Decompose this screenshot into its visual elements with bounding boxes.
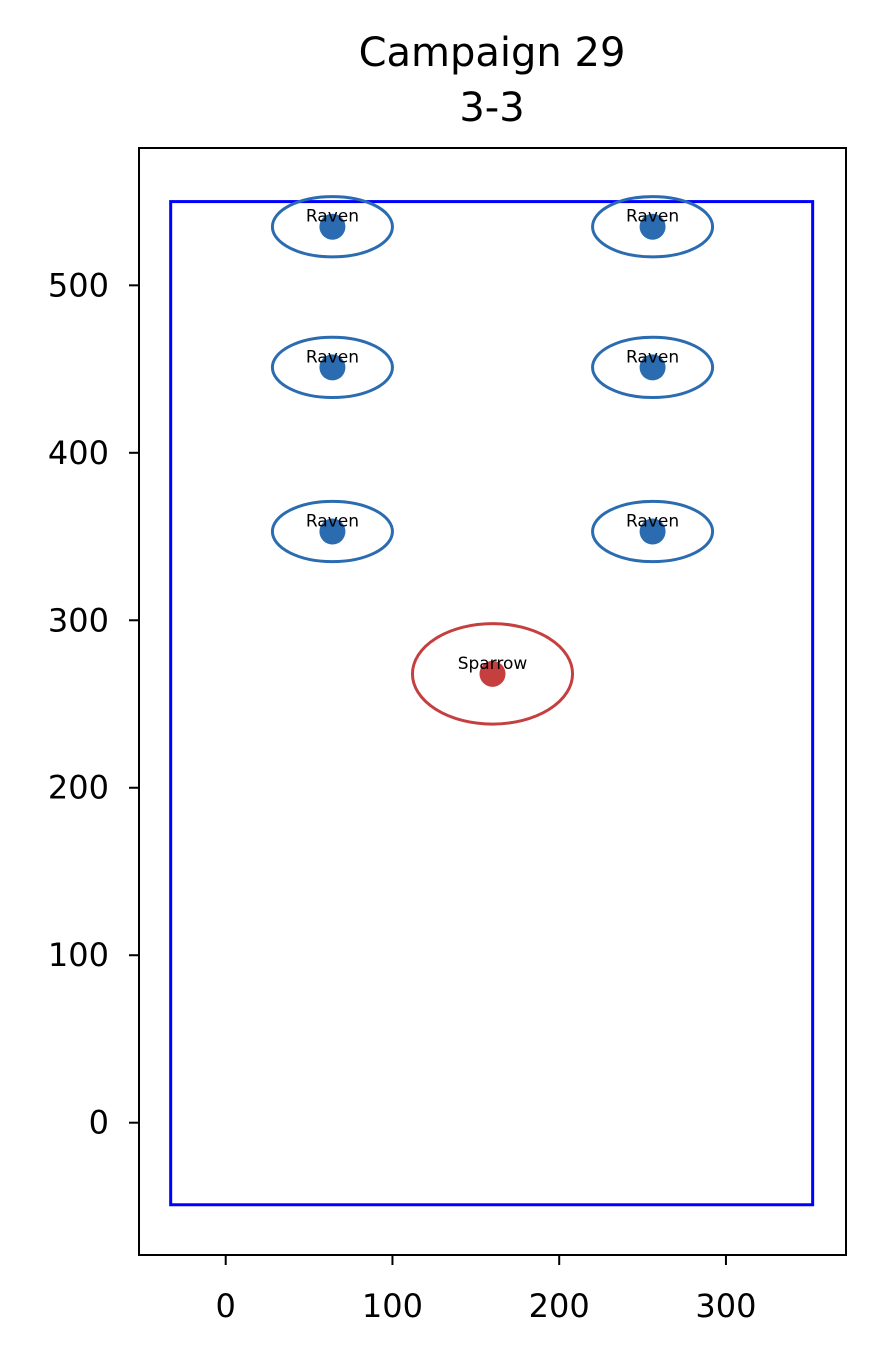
- chart-title: Campaign 29 3-3: [359, 30, 626, 131]
- raven-range-ellipse: [270, 195, 394, 259]
- raven-label: Raven: [626, 512, 679, 532]
- chart-title-line-1: Campaign 29: [359, 30, 626, 76]
- raven-label: Raven: [626, 207, 679, 227]
- x-axis: 0 100 200 300: [216, 1255, 756, 1325]
- raven-point: [639, 354, 666, 381]
- raven-range-ellipse: [591, 499, 715, 564]
- y-tick-label: 500: [48, 266, 109, 304]
- raven-point: [319, 213, 346, 240]
- raven-label: Raven: [306, 512, 359, 532]
- sparrow-point: [479, 660, 506, 687]
- raven-range-ellipse: [270, 335, 394, 400]
- x-tick-label: 300: [695, 1287, 756, 1325]
- raven-point: [639, 213, 666, 240]
- sparrow-label: Sparrow: [458, 654, 528, 674]
- boundary-rect: [169, 200, 815, 1207]
- chart-title-line-2: 3-3: [459, 85, 524, 131]
- raven-range-ellipse: [591, 335, 715, 400]
- y-tick-label: 100: [48, 936, 109, 974]
- y-axis: 0 100 200 300 400 500: [48, 266, 139, 1142]
- x-tick-label: 100: [362, 1287, 423, 1325]
- plot-area-frame: [138, 147, 847, 1256]
- sparrow-range-ellipse: [410, 622, 575, 726]
- raven-label: Raven: [626, 347, 679, 367]
- raven-range-ellipse: [270, 499, 394, 564]
- y-tick-label: 400: [48, 434, 109, 472]
- raven-range-ellipse: [591, 195, 715, 259]
- x-tick-label: 200: [529, 1287, 590, 1325]
- x-tick-label: 0: [216, 1287, 236, 1325]
- y-tick-label: 300: [48, 601, 109, 639]
- raven-point: [319, 354, 346, 381]
- raven-point: [319, 518, 346, 545]
- y-tick-label: 0: [89, 1104, 109, 1142]
- raven-label: Raven: [306, 347, 359, 367]
- raven-point: [639, 518, 666, 545]
- y-tick-label: 200: [48, 769, 109, 807]
- raven-label: Raven: [306, 207, 359, 227]
